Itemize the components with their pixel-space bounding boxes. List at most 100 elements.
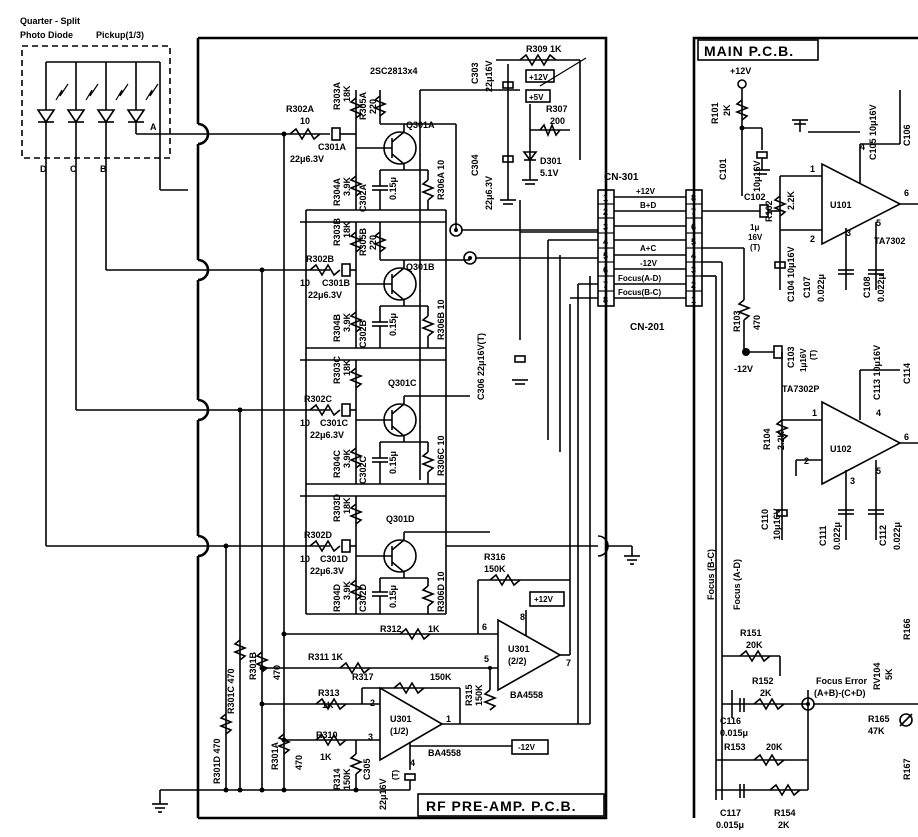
r310-val: 1K (320, 752, 332, 762)
r305a-val: 220 (368, 99, 378, 114)
r302c-label: R302C (304, 394, 333, 404)
rf-preamp-pcb-border: RF PRE-AMP. P.C.B. (196, 36, 608, 820)
stage-c: R302C 10 C301C 22μ6.3V R303C 18K R304C 3… (300, 355, 470, 485)
r102-label: R102 (764, 200, 774, 222)
r303b-val: 18K (342, 221, 352, 238)
c301d-label: C301D (320, 554, 349, 564)
c108-label: C108 (862, 276, 872, 298)
c108-val: 0.022μ (876, 274, 886, 302)
c301a-val: 22μ6.3V (290, 154, 324, 164)
photo-diode-block: Quarter - Split Photo Diode Pickup(1/3) … (20, 16, 188, 191)
u102-pin2: 2 (804, 456, 809, 466)
u102-pin5: 5 (876, 466, 881, 476)
cn-focus-bc-label: Focus(B-C) (618, 288, 661, 297)
r314-val: 150K (342, 768, 352, 790)
r317-label: R317 (352, 672, 374, 682)
r306c-label: R306C 10 (436, 435, 446, 476)
d301-val: 5.1V (540, 168, 559, 178)
r103-val: 470 (752, 315, 762, 330)
focus-error-label: Focus Error (816, 676, 868, 686)
rf-power-section: 2SC2813x4 R309 1K +12V +5V C303 22μ16V R… (370, 44, 598, 480)
r151-val: 20K (746, 640, 763, 650)
r305b-label: R305B (358, 227, 368, 256)
c305-label: C305 (362, 758, 372, 780)
r101-label: R101 (710, 102, 720, 124)
r101-val: 2K (722, 104, 732, 116)
r302b-val: 10 (300, 278, 310, 288)
cn301-pin5: 5 (603, 251, 608, 261)
r303a-val: 18K (342, 85, 352, 102)
focus-ad-label: Focus (A-D) (732, 559, 742, 610)
v5-box-label: +5V (529, 93, 544, 102)
c301a-label: C301A (318, 142, 347, 152)
cn-12v-label: +12V (636, 187, 656, 196)
r304d-val: 3.9K (342, 580, 352, 600)
c102-val: 1μ (750, 223, 759, 232)
diode-c-label: C (70, 164, 77, 174)
cn-bd-label: B+D (640, 201, 656, 210)
c304-val: 22μ6.3V (484, 176, 494, 210)
diode-title-2: Photo Diode (20, 30, 73, 40)
main-m12v-label: -12V (734, 364, 753, 374)
r103-label: R103 (732, 310, 742, 332)
r302b-label: R302B (306, 254, 335, 264)
cn301-pin3: 3 (603, 222, 608, 232)
opamp-pin-6a: 6 (482, 622, 487, 632)
r312-label: R312 (380, 624, 402, 634)
d301-label: D301 (540, 156, 562, 166)
r309-label: R309 1K (526, 44, 562, 54)
c304-label: C304 (470, 154, 480, 176)
r301a-label: R301A (270, 741, 280, 770)
c103-label: C103 (786, 346, 796, 368)
cn301-label: CN-301 (604, 172, 639, 183)
diode-d (36, 62, 69, 160)
u101-pin3: 3 (846, 228, 851, 238)
c112-label: C112 (878, 525, 888, 546)
r305a-label: R305A (358, 91, 368, 120)
cn301-pin8: 8 (603, 295, 608, 305)
c110-val: 10μ16V (772, 508, 782, 540)
c117-val: 0.015μ (716, 820, 744, 830)
r303a-label: R303A (332, 81, 342, 110)
c303-val: 22μ16V (484, 60, 494, 92)
u301a-sub: (2/2) (508, 656, 527, 666)
r301d-label: R301D 470 (212, 738, 222, 784)
r313-val: 1K (322, 700, 334, 710)
r102-val: 2.2K (786, 190, 796, 210)
m12v-box-label: -12V (518, 743, 536, 752)
r303d-label: R303D (332, 493, 342, 522)
u301-2of2: U301 (2/2) BA4558 6 5 7 8 +12V R316 150K… (262, 304, 571, 711)
r302a-label: R302A (286, 104, 315, 114)
r314-label: R314 (332, 768, 342, 790)
r302a-val: 10 (300, 116, 310, 126)
main-pcb-border: MAIN P.C.B. (692, 36, 918, 818)
r303c-val: 18K (342, 359, 352, 376)
cn-ac-label: A+C (640, 244, 656, 253)
c113-label: C113 10μ16V (872, 345, 882, 400)
r301c-label: R301C 470 (226, 668, 236, 714)
c112-val: 0.022μ (892, 522, 902, 550)
focus-error-eq: (A+B)-(C+D) (814, 688, 866, 698)
opamp-pin-2b: 2 (370, 698, 375, 708)
rv104-label: RV104 (872, 663, 882, 690)
ba4558-2-label: BA4558 (428, 748, 461, 758)
r152-label: R152 (752, 676, 774, 686)
c302d-label: C302D (358, 583, 368, 612)
q301c-label: Q301C (388, 378, 417, 388)
c103-val: 1μ16V (799, 348, 808, 372)
c301d-val: 22μ6.3V (310, 566, 344, 576)
c302b-label: C302B (358, 319, 368, 348)
c302c-label: C302C (358, 455, 368, 484)
ta7302p-label: TA7302P (782, 384, 819, 394)
r165-val: 47K (868, 726, 885, 736)
c305-t: (T) (391, 769, 400, 780)
diode-a (126, 62, 159, 134)
focus-bc-label: Focus (B-C) (706, 549, 716, 600)
diode-c (66, 62, 99, 160)
rf-ground-line (446, 535, 640, 565)
r154-val: 2K (778, 820, 790, 830)
connector-block: CN-301 CN-201 1 2 3 4 5 6 7 8 8 7 6 5 4 … (597, 172, 703, 333)
c107-label: C107 (802, 276, 812, 298)
r301b-val: 470 (272, 665, 282, 680)
